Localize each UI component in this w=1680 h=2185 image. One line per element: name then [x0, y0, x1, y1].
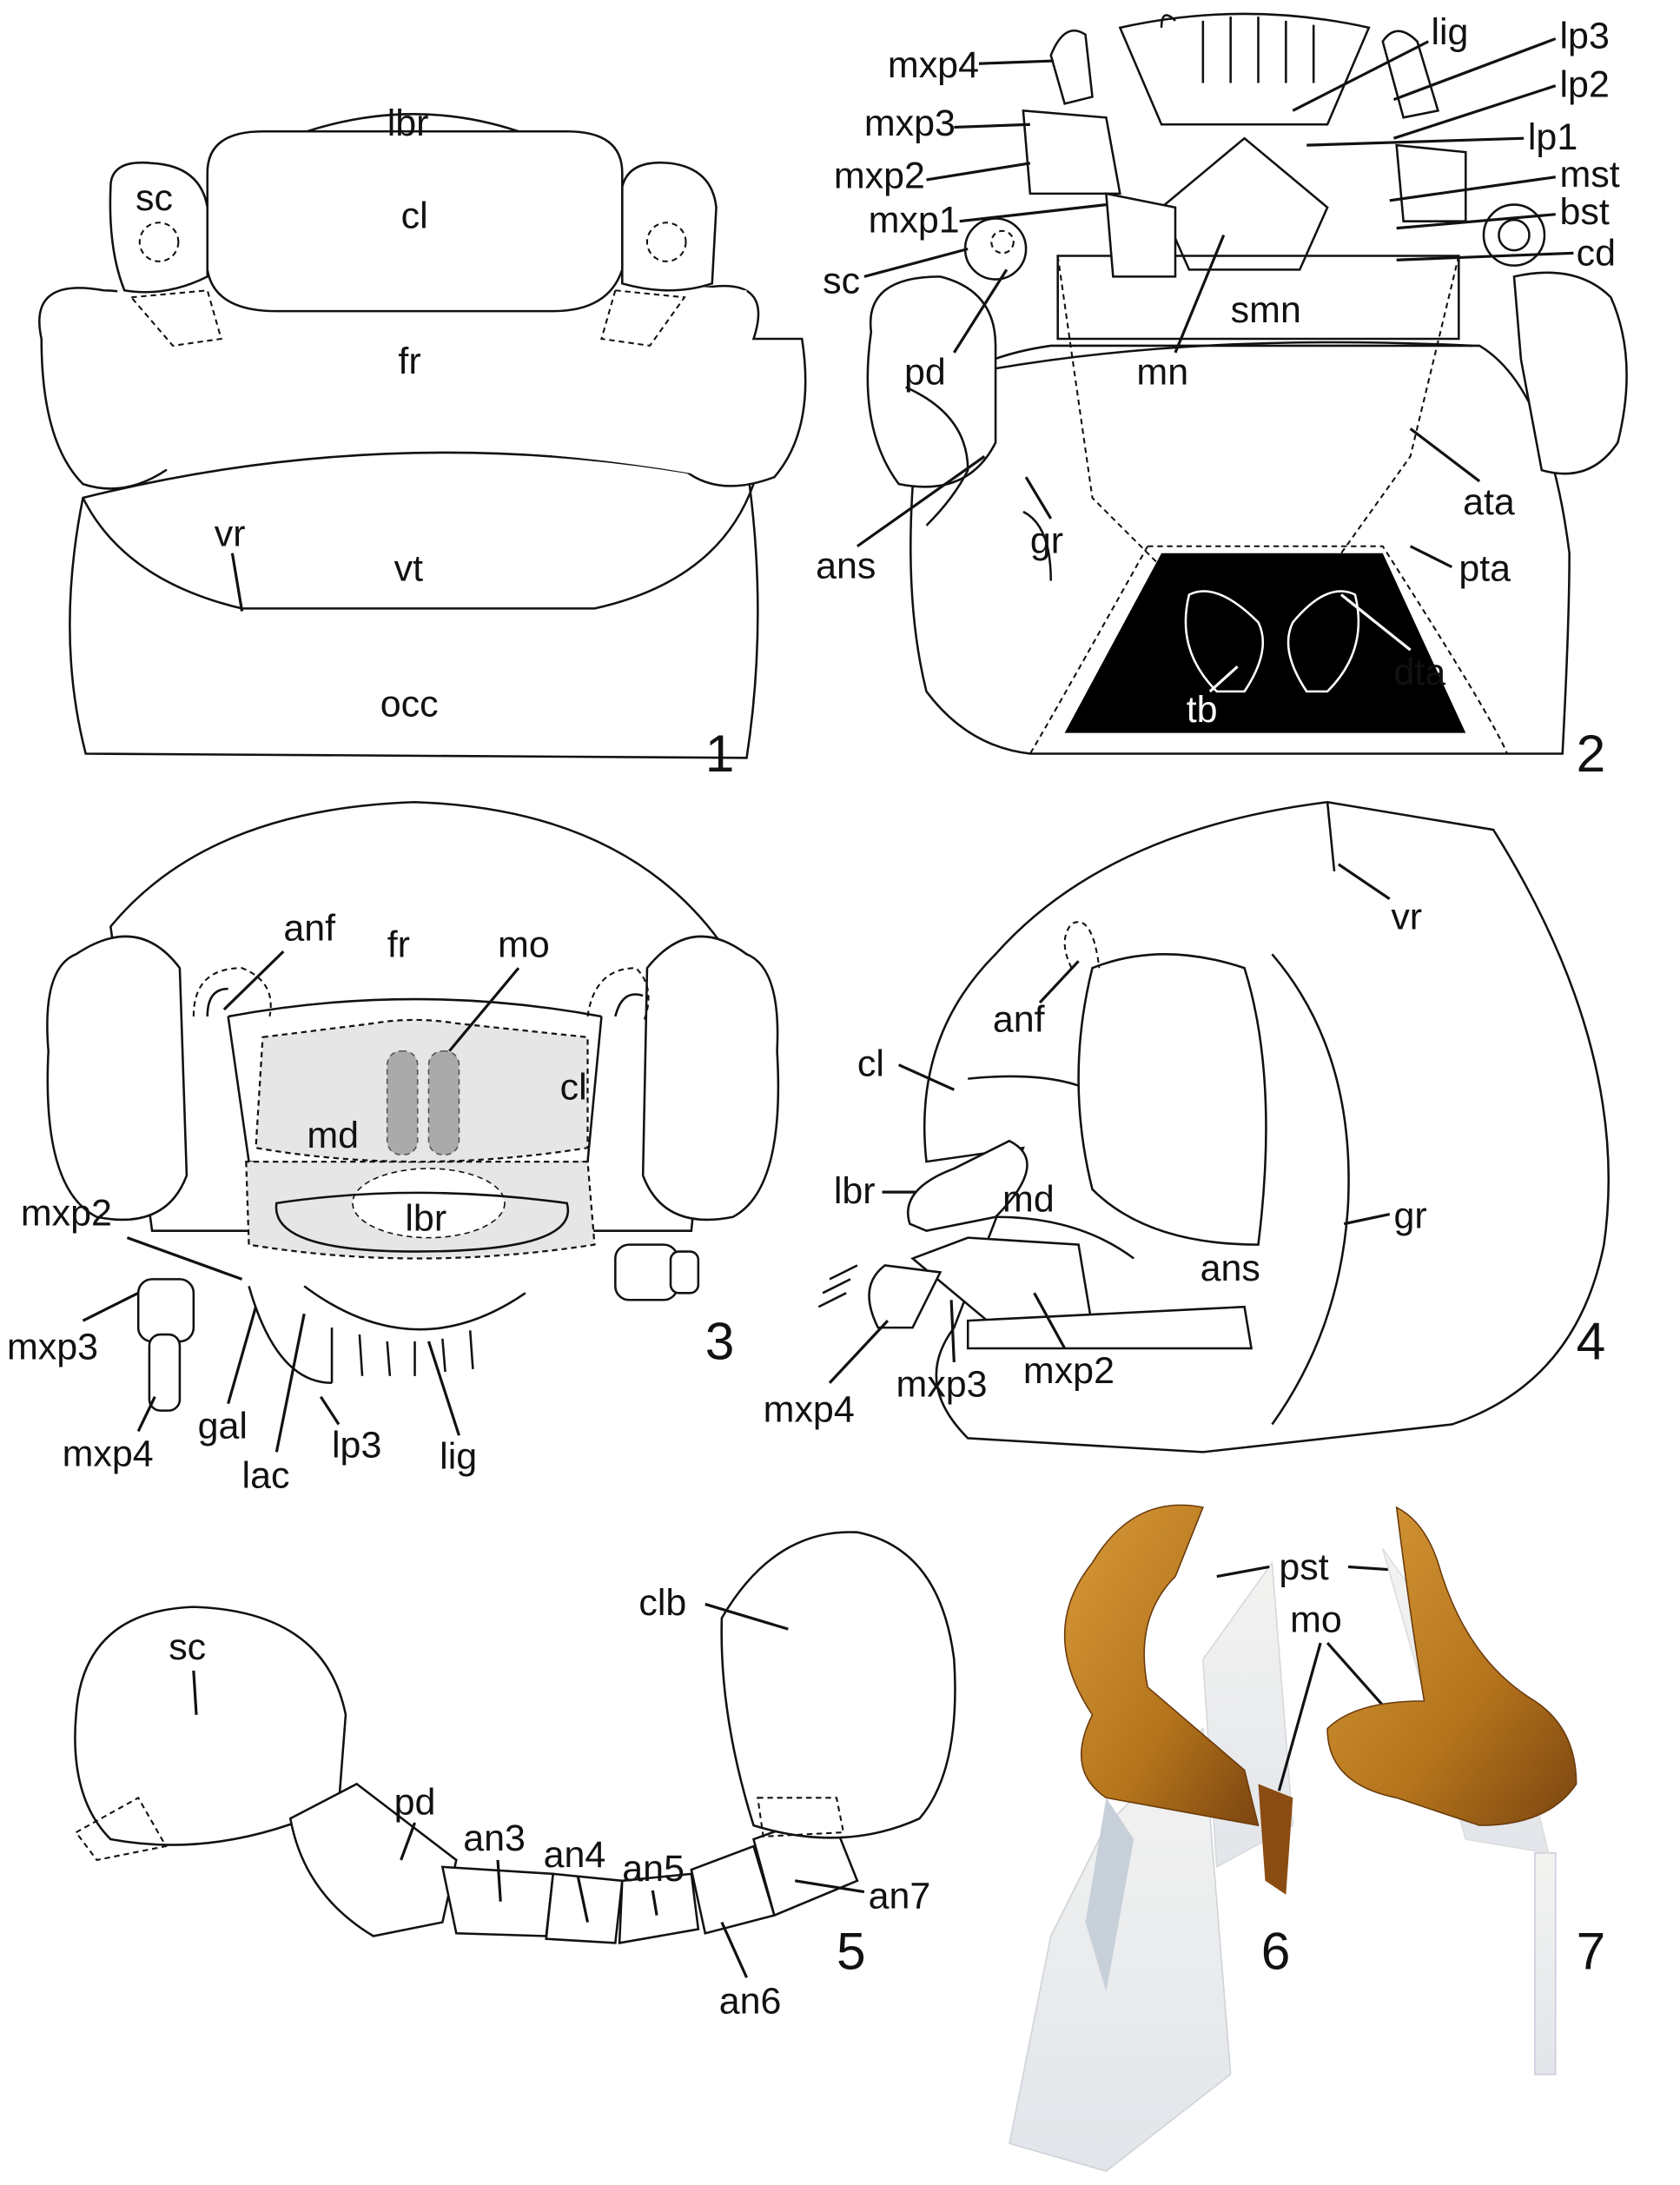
panel-1-head-dorsal: lbr cl sc fr vr vt occ 1 — [38, 103, 807, 783]
label-vr: vr — [215, 513, 246, 555]
label-gr: gr — [1394, 1195, 1427, 1236]
panel-3-head-frontal: anf fr mo cl md lbr mxp2 mxp3 mxp4 gal l… — [7, 800, 780, 1497]
label-cl: cl — [401, 195, 428, 237]
label-cl: cl — [560, 1066, 587, 1108]
panel-5-antenna: sc clb pd an3 an4 an5 an7 an6 5 — [74, 1531, 956, 2023]
label-pd: pd — [904, 352, 946, 394]
panel-number-7: 7 — [1577, 1922, 1606, 1981]
panel-2-head-ventral: mxp4 mxp3 mxp2 mxp1 sc pd mn smn lig lp3… — [816, 11, 1628, 783]
label-mxp4: mxp4 — [764, 1388, 855, 1430]
label-anf: anf — [993, 998, 1045, 1040]
label-pd: pd — [394, 1781, 436, 1823]
label-anf: anf — [283, 907, 335, 949]
label-md: md — [1002, 1178, 1055, 1220]
label-bst: bst — [1560, 191, 1610, 233]
label-mo: mo — [1290, 1599, 1342, 1640]
label-lbr: lbr — [834, 1170, 876, 1212]
label-lbr: lbr — [405, 1198, 446, 1240]
label-clb: clb — [638, 1582, 686, 1624]
label-lig: lig — [440, 1435, 477, 1477]
label-ans: ans — [816, 545, 876, 586]
label-mxp4: mxp4 — [63, 1433, 154, 1474]
label-mxp2: mxp2 — [1023, 1350, 1114, 1392]
label-lig: lig — [1431, 11, 1468, 53]
label-mxp3: mxp3 — [896, 1364, 987, 1406]
label-lp1: lp1 — [1528, 116, 1577, 158]
panel-6-mandible-photo: pst mo 6 — [1009, 1504, 1405, 2172]
label-mxp4: mxp4 — [888, 44, 979, 86]
label-mn: mn — [1136, 352, 1188, 394]
panel-4-head-lateral: vr anf cl lbr md gr ans mxp4 mxp3 mxp2 4 — [764, 800, 1611, 1453]
label-mxp2: mxp2 — [21, 1192, 112, 1234]
label-cl: cl — [857, 1043, 884, 1084]
label-mxp1: mxp1 — [869, 199, 960, 241]
panel-number-2: 2 — [1577, 724, 1606, 783]
label-gal: gal — [198, 1405, 248, 1447]
label-ata: ata — [1463, 481, 1515, 523]
label-tb: tb — [1187, 689, 1218, 731]
label-an5: an5 — [622, 1848, 685, 1890]
label-cd: cd — [1577, 233, 1616, 275]
label-sc: sc — [823, 260, 860, 301]
label-lp2: lp2 — [1560, 63, 1610, 105]
label-fr: fr — [387, 924, 410, 966]
label-gr: gr — [1030, 520, 1063, 562]
label-sc: sc — [136, 177, 173, 219]
label-sc: sc — [169, 1626, 206, 1668]
label-mxp2: mxp2 — [834, 155, 925, 196]
tentorium-black-area — [1064, 553, 1466, 733]
label-mo: mo — [498, 924, 550, 966]
label-an6: an6 — [719, 1981, 782, 2023]
label-lac: lac — [242, 1455, 290, 1497]
panel-number-6: 6 — [1261, 1922, 1291, 1981]
panel-number-4: 4 — [1577, 1312, 1606, 1371]
label-pta: pta — [1458, 548, 1511, 590]
label-fr: fr — [398, 341, 420, 382]
label-mxp3: mxp3 — [7, 1327, 98, 1368]
label-occ: occ — [380, 684, 439, 725]
label-vt: vt — [394, 548, 423, 590]
label-lp3: lp3 — [332, 1425, 381, 1467]
label-lp3: lp3 — [1560, 16, 1610, 57]
label-dta: dta — [1394, 652, 1446, 693]
label-an3: an3 — [463, 1818, 526, 1859]
label-ans: ans — [1200, 1248, 1260, 1289]
panel-number-1: 1 — [705, 724, 735, 783]
label-pst: pst — [1279, 1546, 1328, 1588]
panel-number-3: 3 — [705, 1312, 735, 1371]
panel-number-5: 5 — [837, 1922, 866, 1981]
panel-7-mandible-photo: 7 — [1326, 1506, 1606, 2076]
label-md: md — [307, 1115, 359, 1156]
label-mst: mst — [1560, 154, 1620, 195]
label-smn: smn — [1231, 289, 1301, 331]
label-an7: an7 — [869, 1876, 931, 1917]
label-vr: vr — [1391, 897, 1422, 938]
label-an4: an4 — [544, 1834, 606, 1876]
label-mxp3: mxp3 — [864, 103, 956, 144]
label-lbr: lbr — [387, 103, 429, 144]
